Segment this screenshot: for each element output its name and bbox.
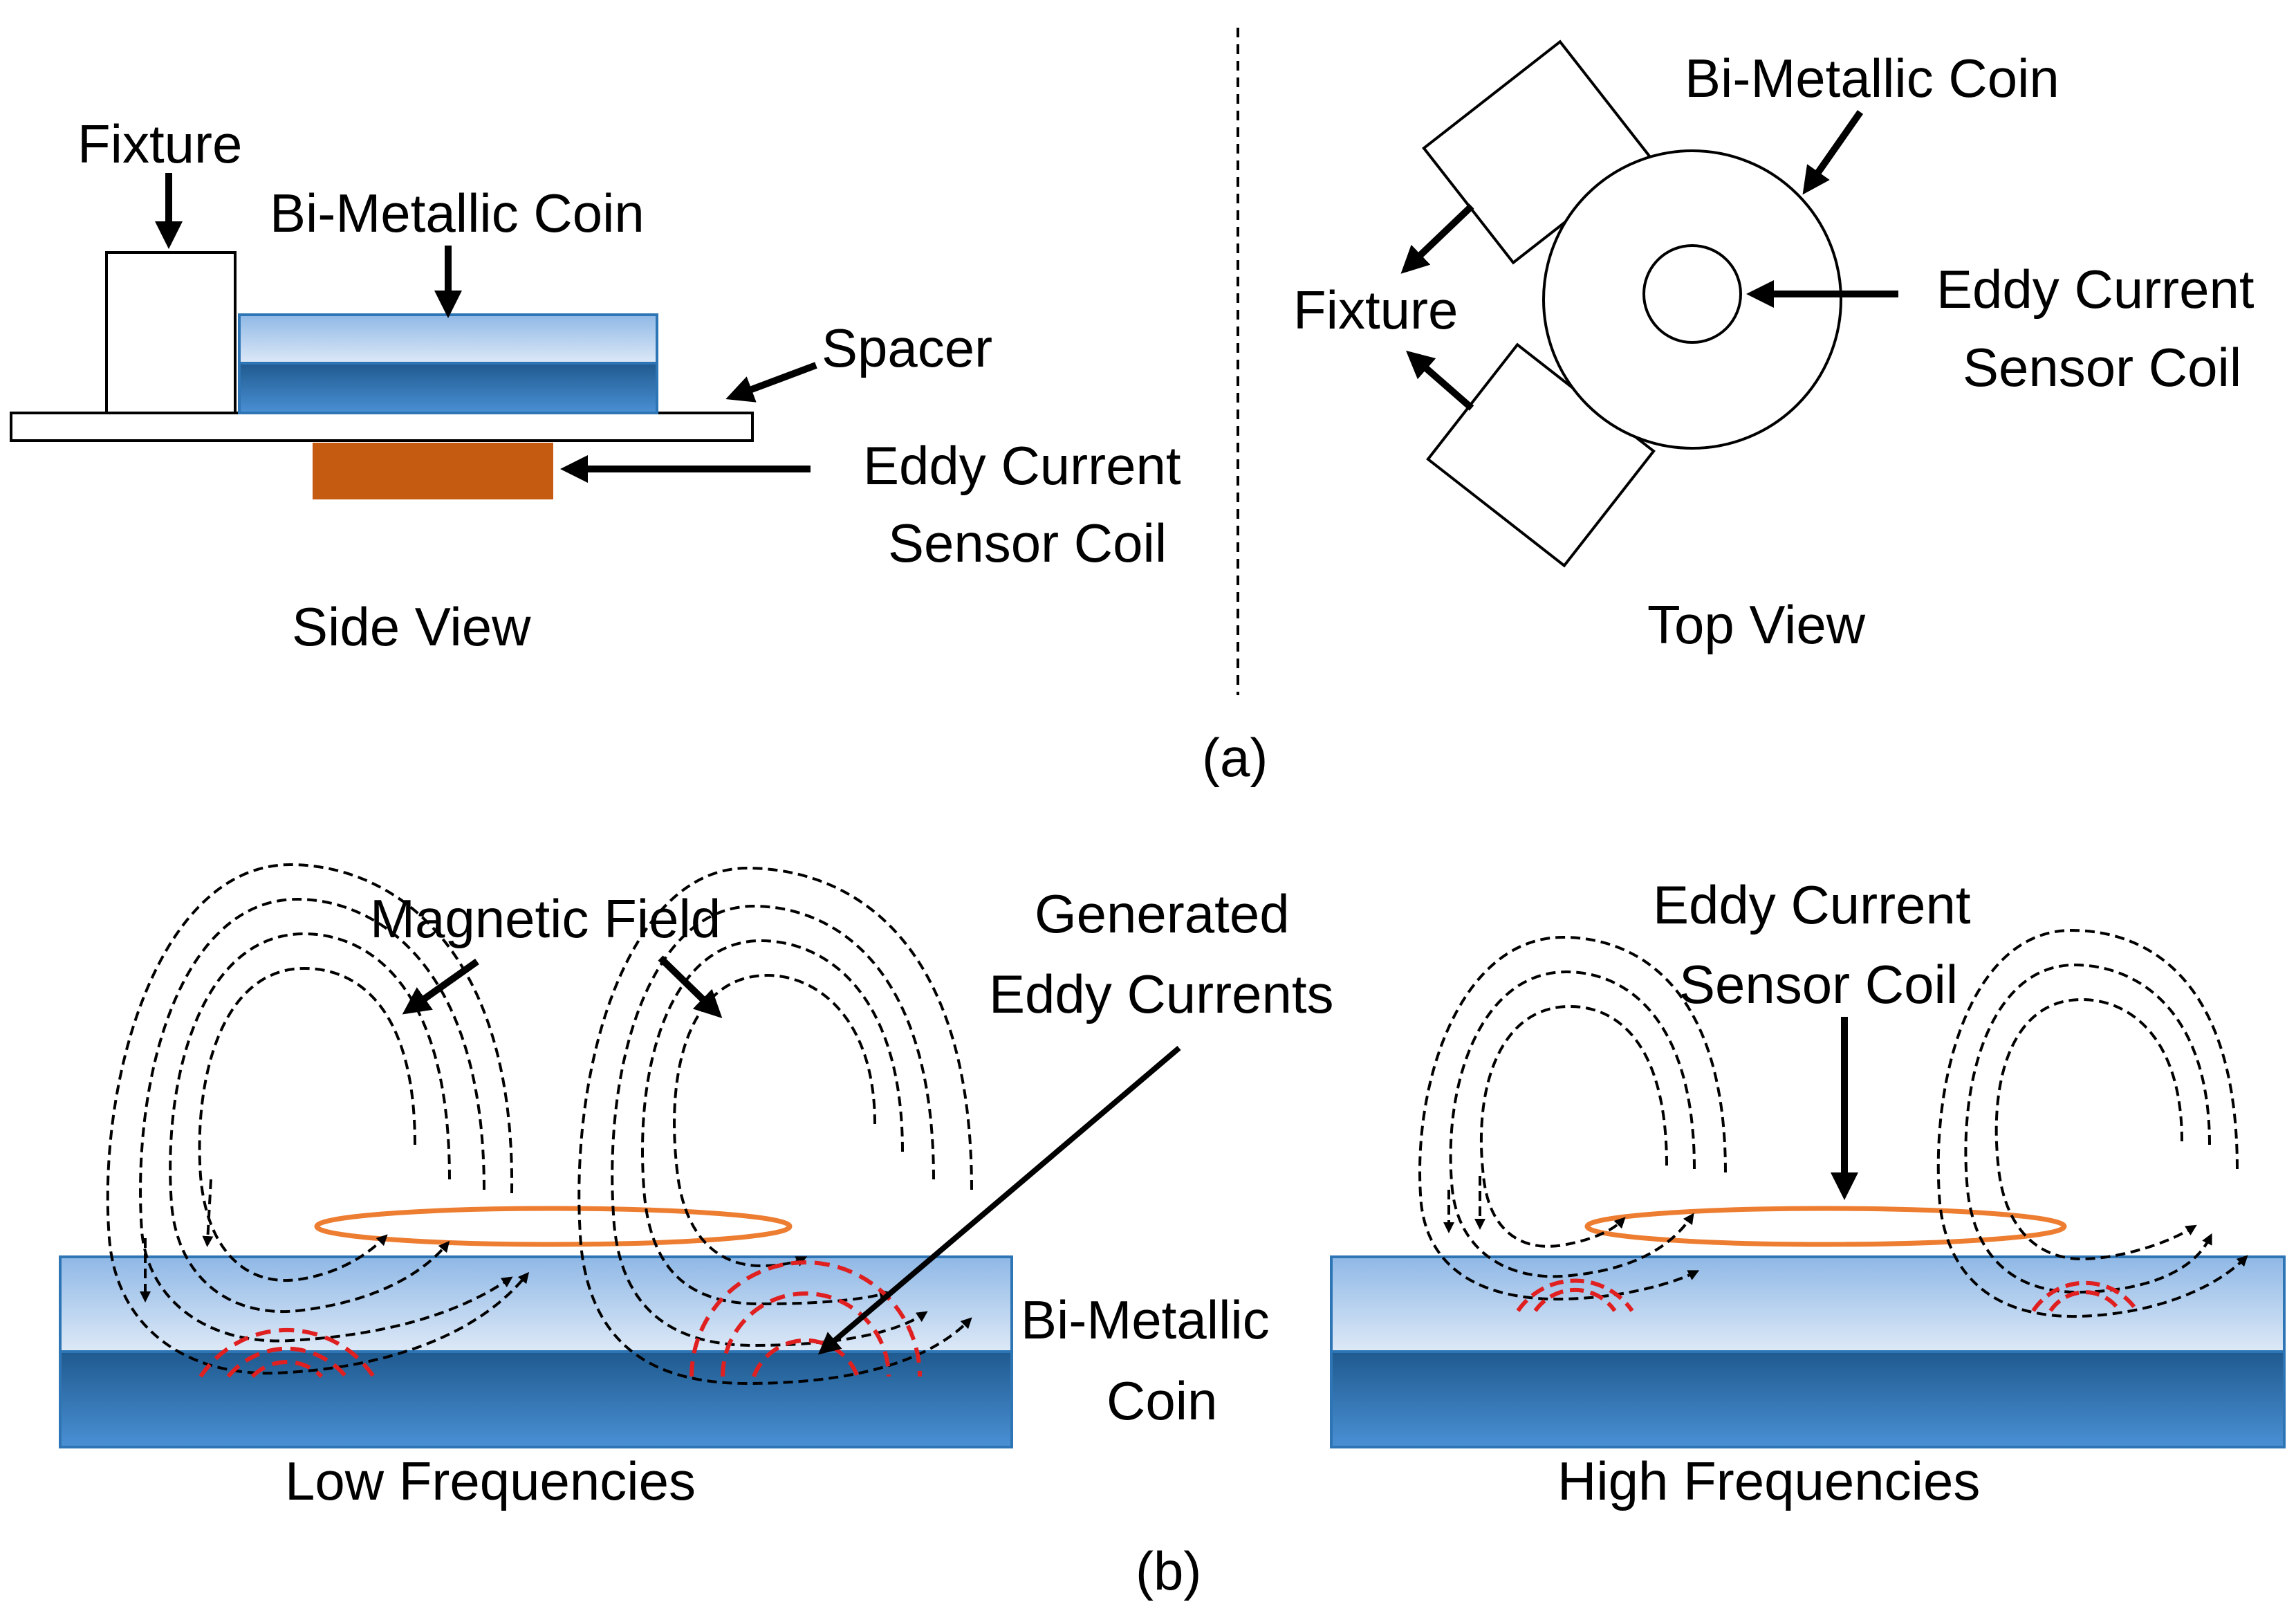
side-sensor-label-2: Sensor Coil [888,513,1167,573]
panel-b-label: (b) [1136,1540,1201,1601]
high-field-lines-left [1418,935,1727,1301]
top-fixture-arrow-lower [1405,350,1474,411]
high-coin-bottom-layer [1330,1350,2286,1448]
low-frequencies-caption: Low Frequencies [285,1451,696,1511]
side-fixture-label: Fixture [77,113,242,174]
high-sensor-coil-ring [1584,1206,2067,1247]
eddy-currents-label-1: Generated [1035,883,1290,944]
eddy-currents-label-2: Eddy Currents [989,964,1334,1024]
side-view-caption: Side View [292,596,531,657]
side-fixture [105,251,237,414]
coin-label-2: Coin [1107,1370,1217,1431]
magnetic-field-arrow-right [658,955,723,1018]
top-sensor-coil [1642,244,1742,344]
low-coin-top-layer [59,1255,1013,1353]
high-field-lines-right [1936,928,2248,1318]
high-sensor-label-2: Sensor Coil [1679,954,1958,1015]
panel-a-label: (a) [1202,727,1268,788]
high-frequencies-caption: High Frequencies [1557,1451,1980,1511]
top-fixture-label: Fixture [1293,279,1458,340]
side-spacer [10,412,754,442]
magnetic-field-arrow-left [402,958,479,1015]
low-field-lines-right [577,866,973,1386]
magnetic-field-label: Magnetic Field [370,888,721,949]
high-coin-top-layer [1330,1255,2286,1353]
low-frequency-panel: Magnetic Field Generated Eddy Currents B… [59,863,1334,1511]
top-view-caption: Top View [1647,594,1866,655]
high-frequency-panel: Eddy Current Sensor Coil High Frequencie… [1330,874,2286,1511]
side-coin-bottom-layer [238,362,658,414]
low-sensor-coil-ring [314,1206,793,1247]
side-coin-label: Bi-Metallic Coin [270,183,645,243]
side-coin-top-layer [238,313,658,365]
top-sensor-label-1: Eddy Current [1936,259,2255,320]
top-fixture-arrow-upper [1400,203,1474,274]
low-field-lines-left [106,863,530,1375]
side-sensor-coil [313,443,553,499]
low-coin-bottom-layer [59,1350,1013,1448]
high-sensor-label-1: Eddy Current [1653,874,1971,935]
top-coin-arrow [1802,110,1864,195]
coin-label-1: Bi-Metallic [1021,1289,1270,1350]
spacer-arrow [725,362,817,403]
top-coin-label: Bi-Metallic Coin [1685,48,2059,109]
low-eddy-currents [198,1260,922,1379]
eddy-currents-arrow [817,1045,1181,1355]
top-sensor-label-2: Sensor Coil [1963,337,2241,398]
top-view: Bi-Metallic Coin Fixture Eddy Current Se… [1293,39,2255,655]
high-eddy-currents [1516,1278,2139,1312]
side-spacer-label: Spacer [822,317,992,378]
side-sensor-label-1: Eddy Current [863,435,1181,496]
side-view: Fixture Bi-Metallic Coin Spacer Eddy Cur… [10,113,1181,657]
